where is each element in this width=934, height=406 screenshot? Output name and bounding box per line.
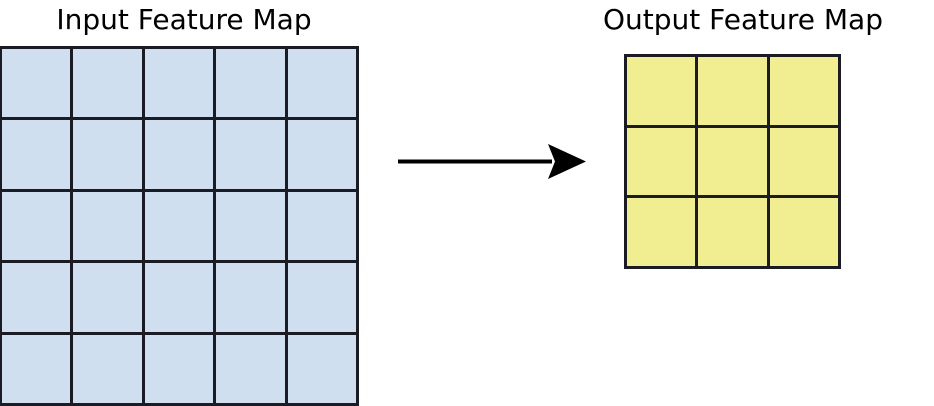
- input-cell: [287, 49, 356, 118]
- input-cell: [73, 49, 142, 118]
- input-feature-map-grid: [0, 46, 359, 406]
- output-cell: [627, 127, 696, 196]
- output-cell: [769, 198, 838, 266]
- input-cell: [73, 120, 142, 189]
- output-cell: [769, 127, 838, 196]
- input-cell: [144, 120, 214, 189]
- output-cell: [698, 127, 767, 196]
- input-cell: [287, 191, 356, 261]
- input-cell: [73, 334, 142, 403]
- input-cell: [2, 49, 71, 118]
- output-cell: [627, 198, 696, 266]
- input-cell: [216, 334, 285, 403]
- output-cell: [698, 57, 767, 125]
- output-feature-map-grid: [624, 54, 841, 269]
- input-cell: [216, 263, 285, 332]
- output-cell: [627, 57, 696, 125]
- input-cell: [2, 263, 71, 332]
- input-cell: [216, 120, 285, 189]
- input-cell: [73, 191, 142, 261]
- output-cell: [698, 198, 767, 266]
- transform-arrow-icon: [398, 144, 586, 179]
- input-cell: [144, 49, 214, 118]
- input-cell: [287, 334, 356, 403]
- input-cell: [2, 191, 71, 261]
- input-cell: [73, 263, 142, 332]
- input-cell: [287, 120, 356, 189]
- input-cell: [144, 191, 214, 261]
- input-cell: [2, 334, 71, 403]
- input-cell: [2, 120, 71, 189]
- input-cell: [216, 49, 285, 118]
- input-cell: [144, 263, 214, 332]
- arrow-head: [548, 144, 586, 179]
- input-cell: [144, 334, 214, 403]
- input-feature-map-title: Input Feature Map: [56, 3, 312, 36]
- input-cell: [287, 263, 356, 332]
- output-cell: [769, 57, 838, 125]
- input-cell: [216, 191, 285, 261]
- output-feature-map-title: Output Feature Map: [603, 3, 883, 36]
